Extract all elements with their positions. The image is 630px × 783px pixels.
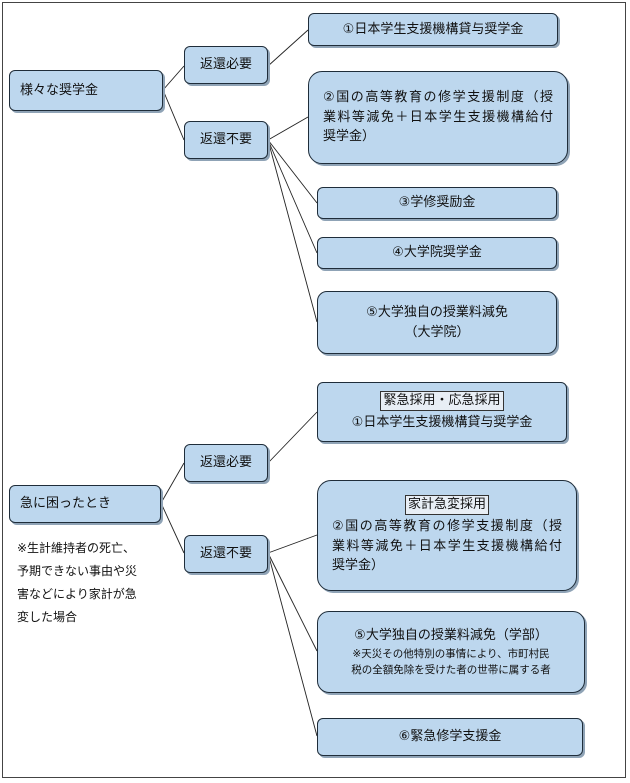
item-sudden-change-support: 家計急変採用 ②国の高等教育の修学支援制度（授 業料等減免＋日本学生支援機構給付… [317, 480, 577, 591]
connector-notrequired-sudden [267, 534, 318, 554]
item-graduate-scholarship-label: ④大学院奨学金 [392, 245, 482, 261]
item-emergency-study-support: ⑥緊急修学支援金 [317, 718, 583, 756]
emergency-note-line-1: ※生計維持者の死亡、 [17, 541, 136, 555]
item-graduate-scholarship: ④大学院奨学金 [317, 237, 557, 269]
connector-notrequired-tuition [267, 552, 318, 652]
repay-required-label-1: 返還必要 [199, 57, 252, 73]
emergency-adoption-tag: 緊急採用・応急採用 [380, 391, 504, 412]
emergency-note-line-4: 変した場合 [17, 610, 78, 624]
connector-required-emergency [267, 411, 318, 464]
connector-root2-required [160, 462, 185, 504]
connector-notrequired-item4 [267, 139, 318, 254]
connector-root2-notrequired [160, 502, 185, 554]
item-emergency-loan: 緊急採用・応急採用 ①日本学生支援機構貸与奨学金 [317, 382, 567, 442]
item-tuition-reduction-graduate-line-1: ⑤大学独自の授業料減免 [366, 305, 508, 320]
item-academic-encouragement: ③学修奨励金 [317, 187, 557, 219]
emergency-note: ※生計維持者の死亡、 予期できない事由や災 害などにより家計が急 変した場合 [17, 537, 167, 629]
item-national-support-line-1: ②国の高等教育の修学支援制度（授 [323, 90, 553, 106]
connector-required-item1 [267, 29, 309, 67]
connector-notrequired-item3 [267, 139, 318, 204]
repay-required-node-1: 返還必要 [184, 46, 268, 84]
repay-not-required-node-1: 返還不要 [184, 121, 268, 159]
item-tuition-reduction-undergrad-title: ⑤大学独自の授業料減免（学部） [354, 627, 548, 643]
connector-notrequired-item5 [267, 139, 318, 323]
connector-root1-notrequired [162, 89, 185, 141]
connector-notrequired-support [267, 552, 318, 737]
item-national-support-line-3: 奨学金） [323, 129, 376, 145]
item-emergency-loan-label: ①日本学生支援機構貸与奨学金 [351, 415, 533, 431]
emergency-note-line-3: 害などにより家計が急 [17, 587, 137, 601]
item-emergency-study-support-label: ⑥緊急修学支援金 [398, 729, 502, 745]
emergency-note-line-2: 予期できない事由や災 [17, 564, 138, 578]
item-sudden-change-line-2: 業料等減免＋日本学生支援機構給付 [332, 538, 562, 554]
repay-not-required-node-2: 返還不要 [184, 535, 268, 573]
root-emergency: 急に困ったとき [9, 485, 161, 523]
item-jasso-loan-label: ①日本学生支援機構貸与奨学金 [342, 21, 524, 37]
item-tuition-reduction-undergrad: ⑤大学独自の授業料減免（学部） ※天災その他特別の事情により、市町村民 税の全額… [317, 611, 585, 693]
connector-notrequired-item2 [267, 116, 309, 141]
root-various-scholarships-label: 様々な奨学金 [20, 82, 99, 98]
connector-root1-required [162, 65, 185, 91]
root-emergency-label: 急に困ったとき [20, 496, 112, 512]
item-sudden-change-line-3: 奨学金） [332, 558, 385, 574]
repay-required-node-2: 返還必要 [184, 444, 268, 482]
item-national-support-line-2: 業料等減免＋日本学生支援機構給付 [323, 109, 553, 125]
repay-not-required-label-1: 返還不要 [199, 132, 252, 148]
item-sudden-change-line-1: ②国の高等教育の修学支援制度（授 [332, 519, 562, 535]
item-academic-encouragement-label: ③学修奨励金 [398, 195, 476, 211]
item-tuition-reduction-undergrad-note-2: 税の全額免除を受けた者の世帯に属する者 [351, 663, 551, 676]
item-tuition-reduction-graduate: ⑤大学独自の授業料減免 （大学院） [317, 291, 557, 354]
repay-not-required-label-2: 返還不要 [199, 546, 252, 562]
item-tuition-reduction-undergrad-note-1: ※天災その他特別の事情により、市町村民 [352, 648, 550, 660]
item-tuition-reduction-graduate-line-2: （大学院） [404, 324, 470, 340]
item-jasso-loan: ①日本学生支援機構貸与奨学金 [308, 13, 558, 46]
sudden-change-adoption-tag: 家計急変採用 [404, 495, 489, 516]
item-national-support: ②国の高等教育の修学支援制度（授 業料等減免＋日本学生支援機構給付 奨学金） [308, 71, 568, 164]
root-various-scholarships: 様々な奨学金 [9, 70, 163, 111]
repay-required-label-2: 返還必要 [199, 455, 252, 471]
